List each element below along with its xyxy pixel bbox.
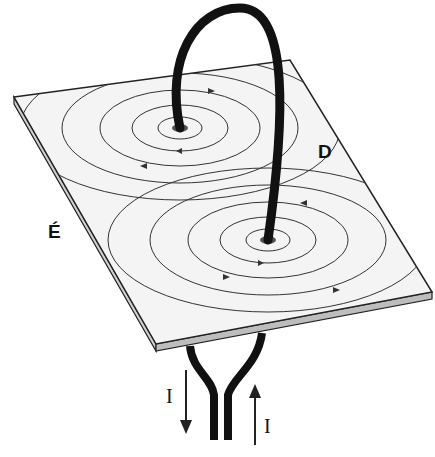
side-label: É <box>48 222 61 241</box>
field-lines <box>20 56 428 312</box>
current-label: I <box>264 416 271 436</box>
current-label: I <box>166 386 173 406</box>
current-arrow <box>254 390 256 445</box>
wire <box>228 333 262 440</box>
field-arrows <box>140 88 340 293</box>
plate <box>14 60 432 344</box>
side-label: D <box>318 142 332 161</box>
wire <box>190 346 214 440</box>
current-arrow <box>185 370 187 428</box>
wire <box>176 8 280 240</box>
